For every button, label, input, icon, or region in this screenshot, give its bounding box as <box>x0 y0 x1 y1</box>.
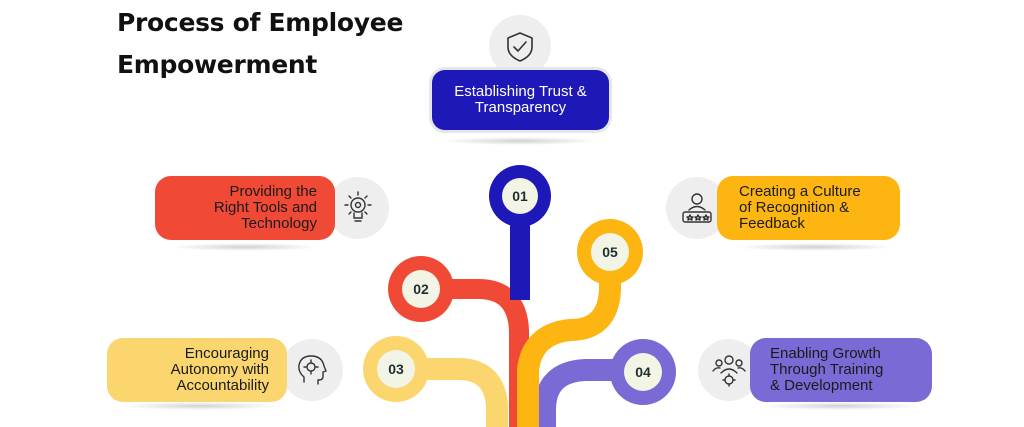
step-05-text-line-1: Creating a Culture <box>739 183 861 200</box>
step-01-node <box>489 165 551 227</box>
branch-03 <box>396 358 508 427</box>
title-line-1: Process of Employee <box>117 8 404 37</box>
step-03-text-line-3: Accountability <box>176 377 269 394</box>
pill-shadow-01 <box>440 137 600 145</box>
team-gear-icon <box>712 355 746 387</box>
icon-circle-01 <box>489 15 551 77</box>
step-02-number: 02 <box>413 281 429 297</box>
step-03-label: Encouraging Autonomy with Accountability <box>107 338 287 402</box>
icon-circle-02 <box>327 177 389 239</box>
step-04-node <box>610 339 676 405</box>
step-03-text-line-2: Autonomy with <box>170 361 269 378</box>
icon-circle-03 <box>281 339 343 401</box>
pill-shadow-03 <box>120 402 280 410</box>
step-04-text-line-2: Through Training <box>770 361 884 378</box>
step-03-node <box>363 336 429 402</box>
step-05-node <box>577 219 643 285</box>
step-05-number: 05 <box>602 244 618 260</box>
step-01-text-line-1: Establishing Trust & <box>454 83 587 100</box>
rating-user-icon <box>682 193 712 223</box>
lightbulb-gear-icon <box>344 191 372 222</box>
step-05-text-line-3: Feedback <box>739 215 805 232</box>
step-03-text-line-1: Encouraging <box>184 345 269 362</box>
icon-circle-04 <box>698 339 760 401</box>
step-01-number: 01 <box>512 188 528 204</box>
step-05-label: Creating a Culture of Recognition & Feed… <box>717 176 900 240</box>
branch-05 <box>517 252 621 427</box>
title-line-2: Empowerment <box>117 50 318 79</box>
step-02-label: Providing the Right Tools and Technology <box>155 176 335 240</box>
pill-shadow-04 <box>760 402 920 410</box>
step-03-number: 03 <box>388 361 404 377</box>
branch-02 <box>421 279 529 427</box>
step-04-text-line-1: Enabling Growth <box>770 345 881 362</box>
pill-shadow-05 <box>735 243 895 251</box>
step-04-text-line-3: & Development <box>770 377 873 394</box>
step-02-text-line-1: Providing the <box>229 183 317 200</box>
step-05-text-line-2: of Recognition & <box>739 199 850 216</box>
icon-circle-05 <box>666 177 728 239</box>
branch-04 <box>534 359 640 427</box>
step-04-number: 04 <box>635 364 651 380</box>
step-02-text-line-2: Right Tools and <box>213 199 317 216</box>
step-01-label: Establishing Trust & Transparency <box>429 67 612 133</box>
step-02-node <box>388 256 454 322</box>
head-gear-icon <box>298 355 327 385</box>
step-04-label: Enabling Growth Through Training & Devel… <box>750 338 932 402</box>
pill-shadow-02 <box>170 243 320 251</box>
step-01-text-line-2: Transparency <box>474 99 567 116</box>
page-title: Process of Employee Empowerment <box>117 2 403 86</box>
shield-check-icon <box>507 32 533 62</box>
step-02-text-line-3: Technology <box>241 215 317 232</box>
